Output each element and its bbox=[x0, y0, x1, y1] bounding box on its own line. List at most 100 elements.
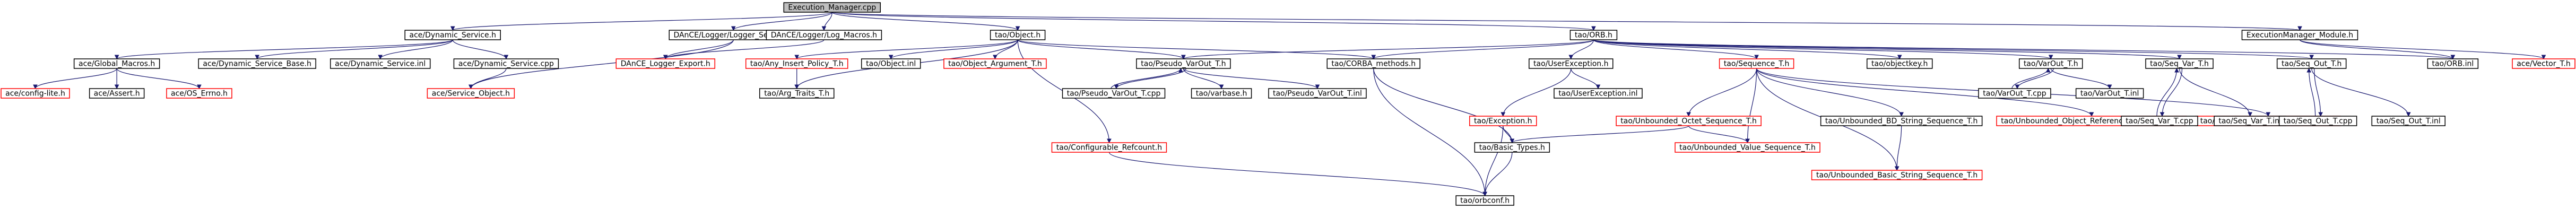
node-corba-methods-h[interactable]: tao/CORBA_methods.h bbox=[1326, 58, 1420, 69]
node-unbounded-bd-string-h[interactable]: tao/Unbounded_BD_String_Sequence_T.h bbox=[1820, 116, 1983, 126]
node-label: Execution_Manager.cpp bbox=[788, 4, 876, 12]
node-varout-inl[interactable]: tao/VarOut_T.inl bbox=[2075, 88, 2144, 99]
node-orb-inl[interactable]: tao/ORB.inl bbox=[2427, 58, 2479, 69]
node-object-argument-h[interactable]: tao/Object_Argument_T.h bbox=[943, 58, 1047, 69]
node-label: tao/Unbounded_Value_Sequence_T.h bbox=[1679, 144, 1816, 152]
node-box bbox=[943, 58, 1047, 69]
edge-dynamic_service_h-to-dyn_service_cpp bbox=[452, 39, 507, 59]
edge-dynamic_service_h-to-global_macros_h bbox=[116, 39, 453, 59]
edge-pseudo_varout_h-to-pseudo_varout_cpp bbox=[1116, 68, 1186, 89]
node-userexception-inl[interactable]: tao/UserException.inl bbox=[1554, 88, 1643, 99]
node-basic-types-h[interactable]: tao/Basic_Types.h bbox=[1474, 142, 1550, 153]
node-varout-h[interactable]: tao/VarOut_T.h bbox=[2018, 58, 2083, 69]
edge-sequence_h-to-unbounded_octet_h bbox=[1688, 68, 1757, 117]
node-seq-var-h[interactable]: tao/Seq_Var_T.h bbox=[2145, 58, 2214, 69]
node-box bbox=[1326, 58, 1420, 69]
node-label: tao/Seq_Out_T.cpp bbox=[2284, 117, 2353, 126]
edge-arrowhead-object_h-to-object_inl bbox=[888, 55, 894, 60]
edge-dynamic_service_h-to-dyn_service_base_h bbox=[257, 39, 453, 59]
edge-orb_h-to-seq_var_h bbox=[1593, 39, 2180, 59]
edge-arrowhead-unbounded_bd_string_h-to-unbounded_basic_string_h bbox=[1894, 166, 1900, 171]
node-label: tao/Pseudo_VarOut_T.cpp bbox=[1067, 90, 1161, 98]
node-arg-traits-h[interactable]: tao/Arg_Traits_T.h bbox=[759, 88, 835, 99]
node-configurable-refcount-h[interactable]: tao/Configurable_Refcount.h bbox=[1051, 142, 1167, 153]
edge-arrowhead-seq_var_h-to-seq_var_inl bbox=[2248, 112, 2252, 117]
node-unbounded-basic-string-h[interactable]: tao/Unbounded_Basic_String_Sequence_T.h bbox=[1811, 170, 1983, 180]
edge-arrowhead-seq_var_h-to-seq_var_cpp bbox=[2159, 112, 2165, 117]
node-label: tao/UserException.h bbox=[1533, 60, 1608, 68]
edge-userexception_h-to-exception_h bbox=[1503, 68, 1572, 117]
edge-arrowhead-execmgr_cpp-to-em_module_h bbox=[2297, 26, 2302, 31]
node-object-h[interactable]: tao/Object.h bbox=[990, 30, 1046, 40]
node-dyn-service-cpp[interactable]: ace/Dynamic_Service.cpp bbox=[453, 58, 559, 69]
node-any-insert-policy-h[interactable]: tao/Any_Insert_Policy_T.h bbox=[745, 58, 848, 69]
edge-arrowhead-em_module_h-to-orb_inl bbox=[2450, 55, 2456, 60]
node-config-lite-h[interactable]: ace/config-lite.h bbox=[1, 88, 70, 99]
edge-arrowhead-unbounded_octet_h-to-unbounded_value_h bbox=[1745, 138, 1750, 144]
node-box bbox=[1978, 88, 2051, 99]
node-orb-h[interactable]: tao/ORB.h bbox=[1569, 30, 1618, 40]
node-exception-h[interactable]: tao/Exception.h bbox=[1469, 116, 1537, 126]
node-unbounded-octet-h[interactable]: tao/Unbounded_Octet_Sequence_T.h bbox=[1616, 116, 1762, 126]
node-dynamic-service-h[interactable]: ace/Dynamic_Service.h bbox=[404, 30, 501, 40]
node-box bbox=[2512, 58, 2575, 69]
node-box bbox=[2427, 58, 2479, 69]
node-label: tao/objectkey.h bbox=[1871, 60, 1928, 68]
node-seq-out-inl[interactable]: tao/Seq_Out_T.inl bbox=[2371, 116, 2446, 126]
edge-execmgr_cpp-to-dynamic_service_h bbox=[452, 12, 832, 31]
node-logger-service-h[interactable]: DAnCE/Logger/Logger_Service.h bbox=[669, 30, 799, 40]
node-dyn-service-base-h[interactable]: ace/Dynamic_Service_Base.h bbox=[198, 58, 316, 69]
node-label: DAnCE_Logger_Export.h bbox=[621, 60, 710, 68]
node-label: tao/Seq_Out_T.h bbox=[2282, 60, 2341, 68]
node-userexception-h[interactable]: tao/UserException.h bbox=[1529, 58, 1614, 69]
node-box bbox=[1455, 195, 1514, 206]
edge-arrowhead-pseudo_varout_h-to-varbase_h bbox=[1219, 84, 1224, 90]
node-em-module-h[interactable]: ExecutionManager_Module.h bbox=[2241, 30, 2358, 40]
node-orbconf-h[interactable]: tao/orbconf.h bbox=[1455, 195, 1514, 206]
edge-arrowhead-pseudo_varout_cpp-to-pseudo_varout_h bbox=[1178, 67, 1183, 73]
node-box bbox=[1675, 142, 1820, 153]
node-label: tao/varbase.h bbox=[1196, 90, 1247, 98]
node-pseudo-varout-inl[interactable]: tao/Pseudo_VarOut_T.inl bbox=[1268, 88, 1367, 99]
node-assert-h[interactable]: ace/Assert.h bbox=[89, 88, 145, 99]
node-sequence-h[interactable]: tao/Sequence_T.h bbox=[1719, 58, 1794, 69]
node-label: tao/VarOut_T.h bbox=[2024, 60, 2078, 68]
node-global-macros-h[interactable]: ace/Global_Macros.h bbox=[73, 58, 160, 69]
edge-arrowhead-any_insert_policy_h-to-arg_traits_h bbox=[794, 84, 800, 90]
node-log-macros-h[interactable]: DAnCE/Logger/Log_Macros.h bbox=[766, 30, 882, 40]
node-varbase-h[interactable]: tao/varbase.h bbox=[1191, 88, 1252, 99]
node-seq-out-h[interactable]: tao/Seq_Out_T.h bbox=[2276, 58, 2347, 69]
node-os-errno-h[interactable]: ace/OS_Errno.h bbox=[166, 88, 232, 99]
node-seq-var-cpp[interactable]: tao/Seq_Var_T.cpp bbox=[2121, 116, 2198, 126]
node-box bbox=[2121, 116, 2198, 126]
node-label: ace/Dynamic_Service.h bbox=[410, 31, 496, 40]
node-label: tao/Seq_Out_T.inl bbox=[2376, 117, 2441, 126]
edge-arrowhead-basic_types_h-to-orbconf_h bbox=[1482, 191, 1487, 197]
node-logger-export-h[interactable]: DAnCE_Logger_Export.h bbox=[615, 58, 716, 69]
node-objectkey-h[interactable]: tao/objectkey.h bbox=[1866, 58, 1933, 69]
node-label: tao/VarOut_T.cpp bbox=[1983, 90, 2046, 98]
node-pseudo-varout-h[interactable]: tao/Pseudo_VarOut_T.h bbox=[1136, 58, 1231, 69]
node-label: tao/Seq_Var_T.h bbox=[2150, 60, 2209, 68]
node-label: tao/Sequence_T.h bbox=[1724, 60, 1790, 68]
edge-seq_out_cpp-to-seq_out_h bbox=[2309, 68, 2316, 117]
node-seq-out-cpp[interactable]: tao/Seq_Out_T.cpp bbox=[2278, 116, 2357, 126]
node-vector-h[interactable]: ace/Vector_T.h bbox=[2512, 58, 2575, 69]
node-execmgr-cpp[interactable]: Execution_Manager.cpp bbox=[783, 2, 881, 13]
node-dyn-service-inl[interactable]: ace/Dynamic_Service.inl bbox=[329, 58, 431, 69]
node-box bbox=[861, 58, 921, 69]
node-seq-var-inl[interactable]: tao/Seq_Var_T.inl bbox=[2214, 116, 2286, 126]
node-label: tao/Unbounded_BD_String_Sequence_T.h bbox=[1825, 117, 1978, 126]
node-object-inl[interactable]: tao/Object.inl bbox=[861, 58, 921, 69]
node-label: tao/ORB.inl bbox=[2432, 60, 2474, 68]
node-box bbox=[1866, 58, 1933, 69]
node-pseudo-varout-cpp[interactable]: tao/Pseudo_VarOut_T.cpp bbox=[1062, 88, 1166, 99]
node-box bbox=[1554, 88, 1643, 99]
edge-execmgr_cpp-to-object_h bbox=[831, 12, 1018, 31]
node-label: ExecutionManager_Module.h bbox=[2247, 31, 2353, 40]
node-varout-cpp[interactable]: tao/VarOut_T.cpp bbox=[1978, 88, 2051, 99]
node-unbounded-value-h[interactable]: tao/Unbounded_Value_Sequence_T.h bbox=[1675, 142, 1820, 153]
node-service-object-h[interactable]: ace/Service_Object.h bbox=[427, 88, 515, 99]
edge-arrowhead-sequence_h-to-unbounded_objref_h bbox=[2089, 112, 2094, 117]
edge-arrowhead-dynamic_service_h-to-dyn_service_base_h bbox=[255, 55, 259, 60]
